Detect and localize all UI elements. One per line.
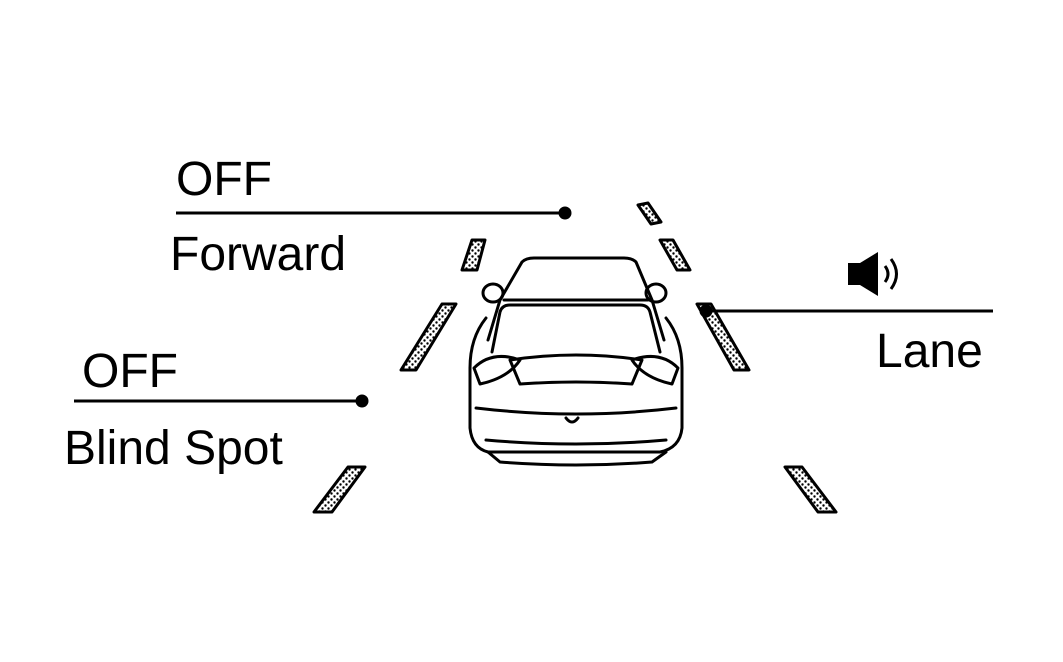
speaker-icon xyxy=(848,252,898,296)
lane-dash-left-far xyxy=(636,201,663,226)
car-rear-view xyxy=(468,256,684,467)
lane-leader-dot xyxy=(699,304,713,318)
right-mirror xyxy=(644,282,668,304)
blind-spot-leader-dot xyxy=(355,394,369,408)
lane-dash-right-2 xyxy=(695,302,751,372)
lane-dash-left-1 xyxy=(460,238,487,272)
lane-dash-right-1 xyxy=(658,238,692,272)
lane-markings xyxy=(312,201,838,514)
lane-dash-right-3 xyxy=(783,465,838,514)
forward-status: OFF xyxy=(176,153,272,206)
forward-label: Forward xyxy=(170,228,347,281)
leader-lines xyxy=(74,206,993,408)
blind-spot-label: Blind Spot xyxy=(64,422,283,475)
lane-dash-left-3 xyxy=(312,465,367,514)
forward-leader-dot xyxy=(558,206,572,220)
lane-label: Lane xyxy=(876,325,983,378)
lane-dash-left-2 xyxy=(399,302,458,372)
blind-spot-status: OFF xyxy=(82,345,178,398)
